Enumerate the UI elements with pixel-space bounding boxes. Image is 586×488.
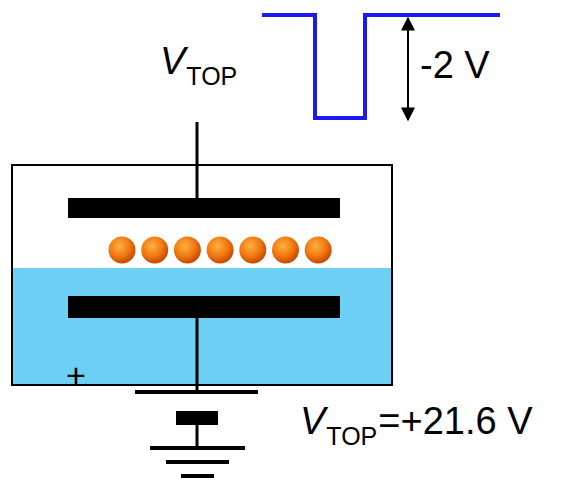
electron <box>141 237 168 264</box>
electron <box>109 237 136 264</box>
battery-short-plate <box>176 411 218 425</box>
electron <box>239 237 266 264</box>
electron <box>305 237 332 264</box>
chamber-outline <box>12 165 392 385</box>
battery-long-plate <box>135 390 258 394</box>
voltage-symbol: V <box>300 402 325 440</box>
pulse-amplitude: -2 V <box>420 46 490 84</box>
ground-symbol <box>166 460 229 464</box>
voltage-symbol: V <box>160 42 185 80</box>
polarity-sign: + <box>66 358 86 392</box>
top-wire <box>196 122 199 200</box>
top-plate <box>68 198 340 218</box>
bottom-wire <box>196 318 199 392</box>
pulse-waveform <box>262 15 500 118</box>
ground-wire <box>196 425 199 448</box>
bias-value: =+21.6 V <box>378 402 532 440</box>
electron-row <box>109 237 332 264</box>
electron <box>272 237 299 264</box>
amplitude-arrow <box>407 18 409 120</box>
voltage-subscript: TOP <box>326 424 377 449</box>
electron <box>207 237 234 264</box>
bottom-plate <box>68 296 340 318</box>
ground-symbol <box>181 474 214 478</box>
voltage-subscript: TOP <box>186 64 237 89</box>
ground-symbol <box>150 446 245 450</box>
electron <box>174 237 201 264</box>
